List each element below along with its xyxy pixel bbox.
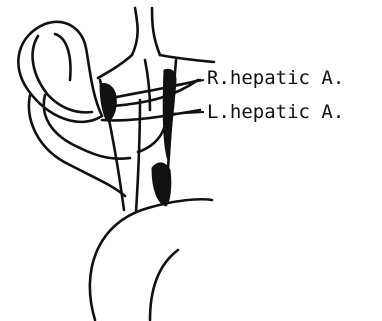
right-hepatic-artery-label: R.hepatic A.	[207, 67, 344, 89]
duodenum-outline	[90, 199, 212, 320]
left-hepatic-artery-label: L.hepatic A.	[207, 101, 344, 123]
artery-branches	[102, 80, 200, 152]
